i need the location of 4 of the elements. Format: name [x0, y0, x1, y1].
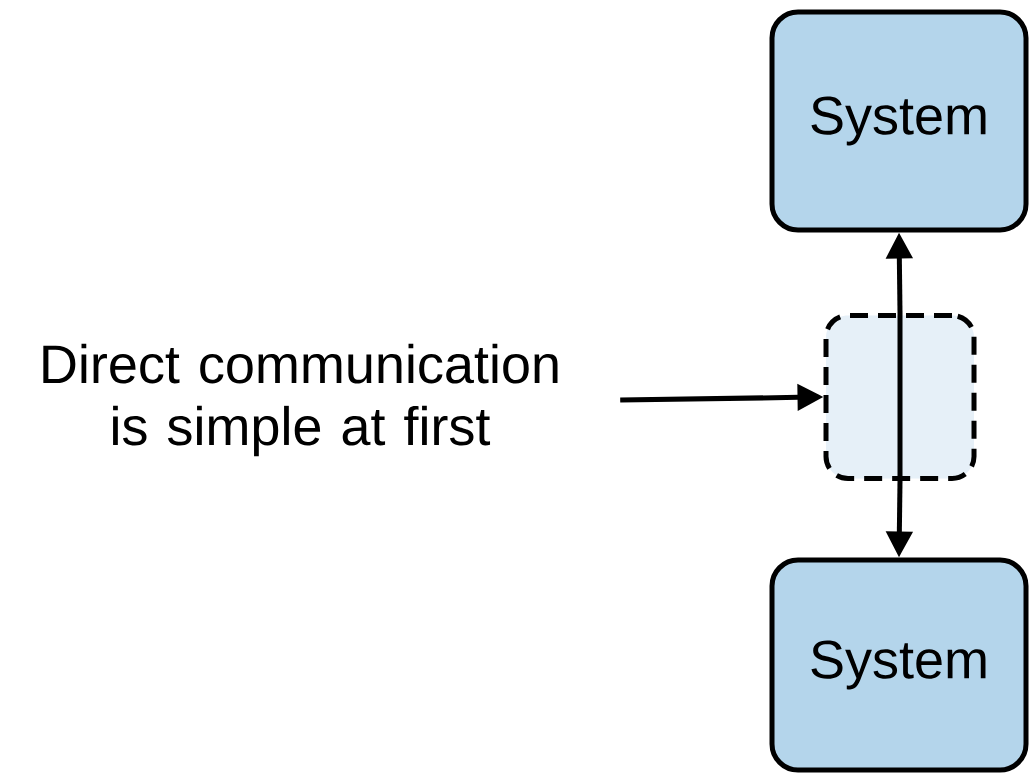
system-box: System [769, 9, 1029, 233]
annotation-text: Direct communication is simple at first [43, 343, 558, 457]
dashed-box [823, 313, 977, 481]
system-box: System [769, 557, 1029, 773]
